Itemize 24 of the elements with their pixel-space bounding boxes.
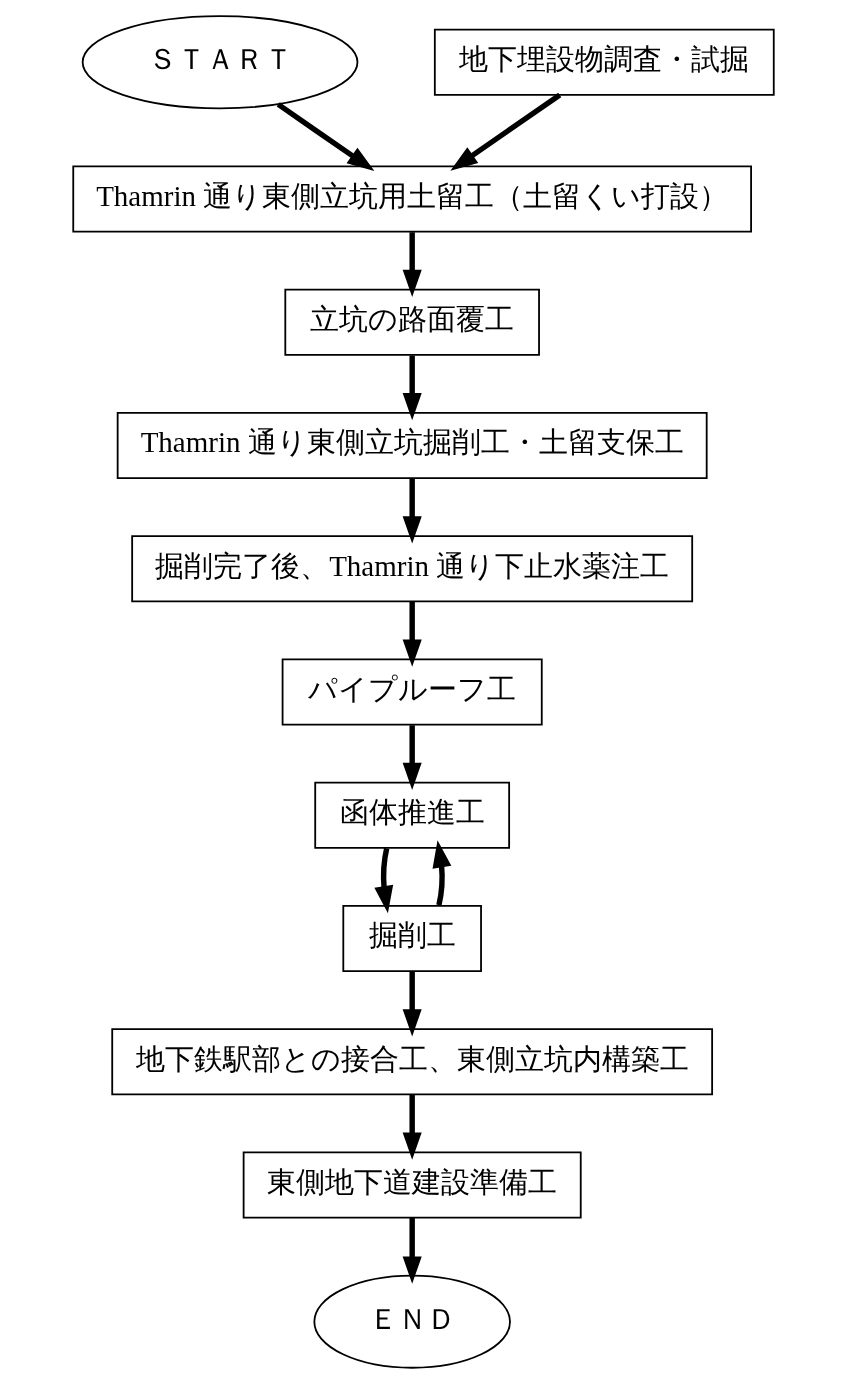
node-ellipse: ＳＴＡＲＴ (81, 15, 358, 110)
node-box: 掘削完了後、Thamrin 通り下止水薬注工 (130, 535, 693, 603)
arrow (432, 840, 451, 906)
node-box: 東側地下道建設準備工 (242, 1151, 582, 1219)
node-box: 地下埋設物調査・試掘 (433, 28, 775, 96)
node-box: Thamrin 通り東側立坑掘削工・土留支保工 (116, 412, 708, 480)
node-box: 掘削工 (341, 904, 482, 972)
arrow (373, 847, 393, 914)
arrow (402, 1094, 422, 1160)
node-box: パイプルーフ工 (281, 658, 543, 726)
node-box: 地下鉄駅部との接合工、東側立坑内構築工 (110, 1028, 713, 1096)
arrow (402, 478, 422, 544)
arrow (402, 725, 422, 791)
arrow (402, 602, 422, 667)
arrow (276, 102, 374, 172)
arrow (402, 355, 422, 421)
node-box: 立坑の路面覆工 (283, 288, 540, 356)
arrow (449, 92, 561, 171)
node-ellipse: ＥＮＤ (312, 1274, 511, 1369)
node-box: Thamrin 通り東側立坑用土留工（土留くい打設） (71, 165, 752, 233)
arrow (402, 971, 422, 1037)
node-box: 函体推進工 (313, 781, 510, 849)
arrow (402, 1217, 422, 1284)
arrow (402, 232, 422, 298)
